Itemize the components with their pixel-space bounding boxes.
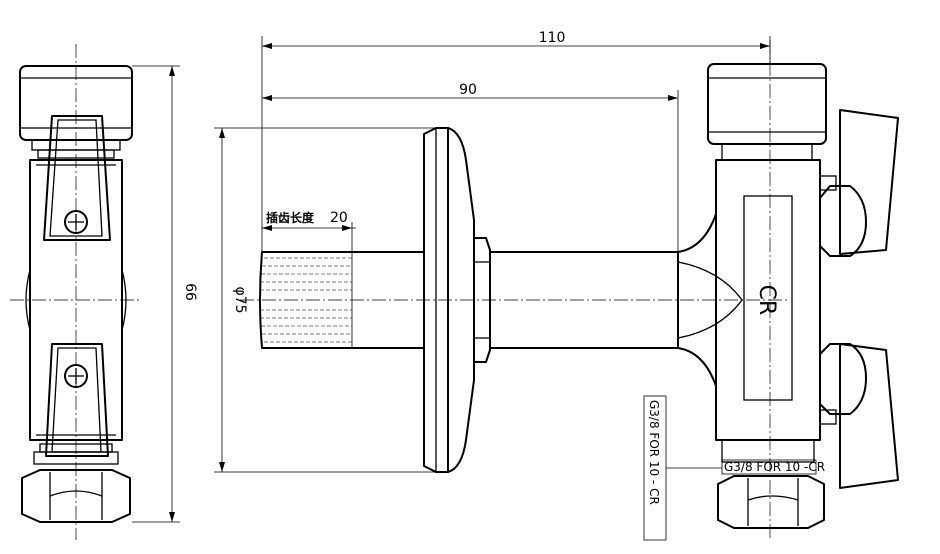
height-dimension: 66	[182, 283, 198, 301]
side-view: 66	[10, 44, 198, 540]
flange-diameter-dimension: φ75	[232, 286, 248, 313]
body-mark-cr: CR	[754, 285, 779, 316]
shaft-length-dimension: 90	[459, 82, 477, 98]
spline-hatch	[260, 257, 352, 343]
dimensions: 110 90 插齿长度 20 φ75 G3/8 FOR 10 - CR G3/8…	[214, 30, 825, 541]
spline-length-label: 插齿长度	[266, 210, 315, 225]
port-tag: G3/8 FOR 10 -CR	[724, 460, 825, 474]
port-callout: G3/8 FOR 10 - CR	[647, 400, 661, 505]
spline-length-dimension: 20	[330, 210, 348, 226]
front-view: CR	[240, 40, 899, 540]
overall-length-dimension: 110	[539, 30, 566, 46]
